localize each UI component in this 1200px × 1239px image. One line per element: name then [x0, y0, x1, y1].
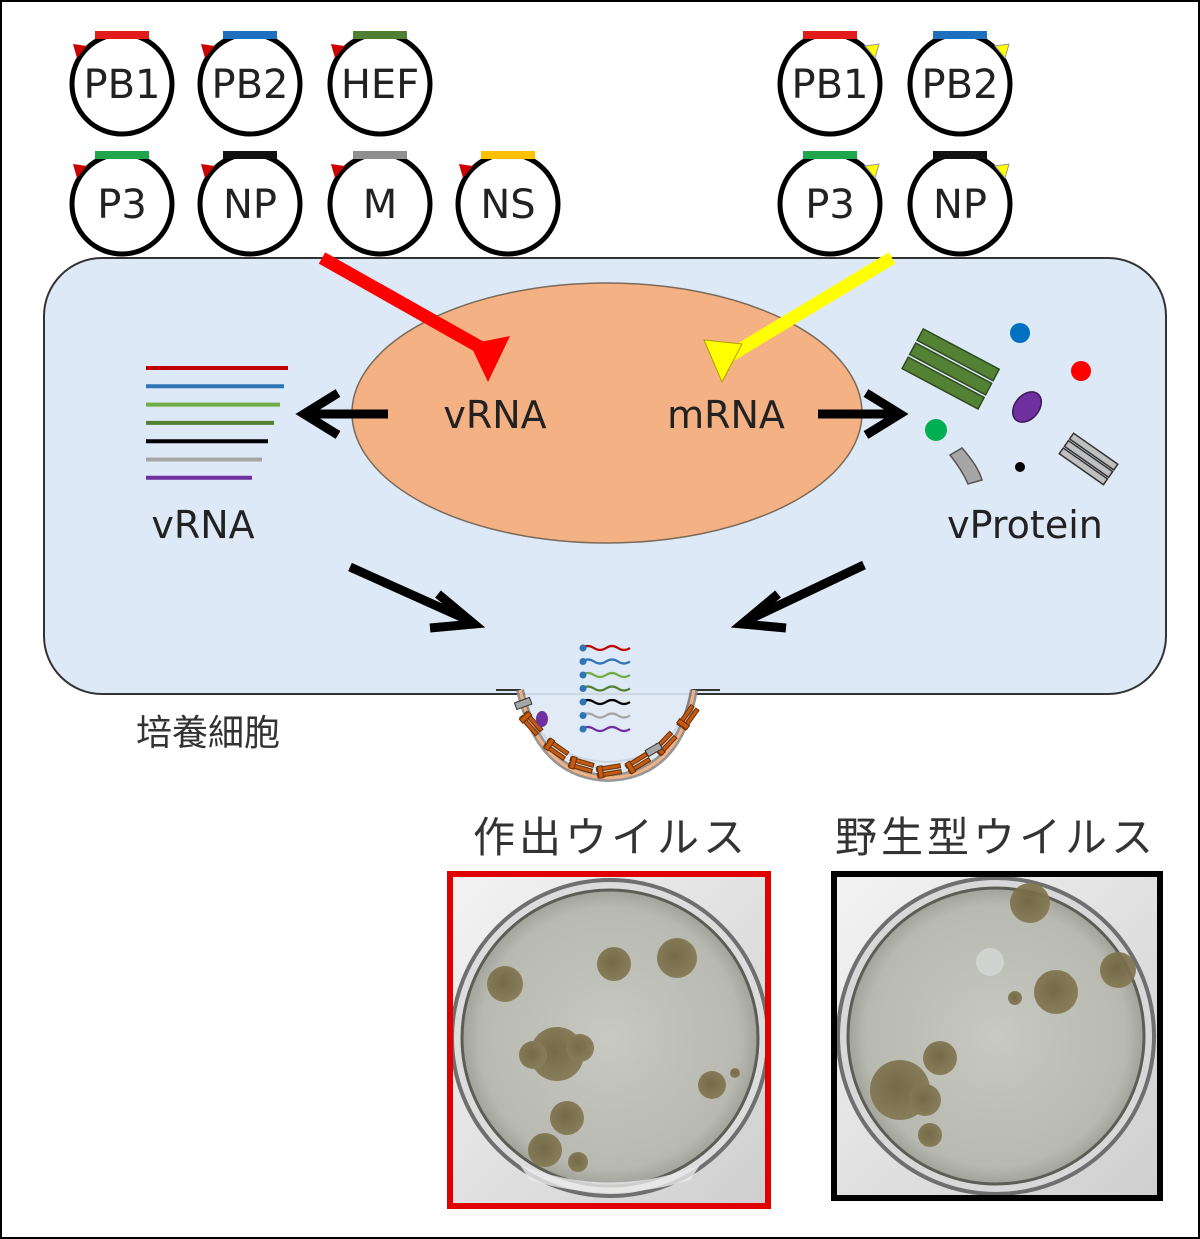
promoter-marker: [73, 164, 87, 178]
rnp-segment: [581, 685, 631, 692]
black-protein-dot: [1015, 462, 1025, 472]
vrna-export-arrow: [295, 389, 388, 439]
plasmid-right-pb2: PB2: [907, 31, 1013, 137]
plasmid-label: M: [363, 182, 398, 228]
promoter-marker: [201, 164, 215, 178]
recombinant-photo-frame: [447, 871, 771, 1209]
plasmid-left-p3: P3: [69, 151, 175, 257]
plasmid-label: NP: [933, 182, 987, 228]
vrna-plasmid-arrow: [318, 252, 510, 382]
recombinant-plaque-photo: [447, 871, 771, 1209]
plasmids-left: PB1 PB2 HEF P3 NP M NS: [69, 31, 561, 257]
virion-spikes: [518, 703, 700, 779]
vprotein-label: vProtein: [947, 503, 1103, 547]
green-protein-dot: [925, 419, 947, 441]
gray-protein: [948, 447, 983, 485]
vprotein-assembly-arrow: [730, 560, 866, 633]
rnp-polymerase: [579, 725, 587, 733]
promoter-marker: [331, 44, 345, 58]
purple-protein: [1011, 391, 1043, 423]
virion-spike: [567, 755, 595, 774]
virion-spike: [542, 737, 570, 761]
blue-protein-dot: [1010, 323, 1030, 343]
plasmid-left-hef: HEF: [327, 31, 433, 137]
budding-virion: [496, 644, 720, 783]
green-protein-bars: [901, 327, 1001, 410]
promoter-marker: [331, 164, 345, 178]
nucleus-vrna-label: vRNA: [443, 393, 546, 437]
rnp-polymerase: [579, 644, 587, 652]
virion-spike: [518, 710, 544, 737]
red-protein-dot: [1071, 361, 1091, 381]
virion-spike: [595, 763, 623, 779]
plasmid-left-pb1: PB1: [69, 31, 175, 137]
recombinant-virus-label: 作出ウイルス: [473, 813, 749, 862]
cultured-cell-label: 培養細胞: [136, 713, 280, 754]
vrna-segment-lines: [146, 366, 288, 480]
promoter-marker: [73, 44, 87, 58]
promoter-marker: [994, 163, 1010, 180]
rnp-polymerase: [579, 698, 587, 706]
rnp-polymerase: [579, 671, 587, 679]
rnp-segment: [581, 725, 631, 733]
promoter-marker: [994, 43, 1010, 60]
plasmid-label: PB2: [921, 62, 998, 108]
wildtype-virus-label: 野生型ウイルス: [835, 813, 1157, 862]
promoter-marker: [201, 44, 215, 58]
rnp-segment: [581, 658, 631, 665]
plasmid-label: P3: [97, 182, 147, 228]
plasmid-label: NP: [223, 182, 277, 228]
wildtype-plaque-photo: [831, 871, 1163, 1201]
wildtype-photo-frame: [831, 871, 1163, 1201]
plasmid-left-ns: NS: [455, 151, 561, 257]
virion-protein-purple: [536, 711, 548, 727]
rnp-segment: [581, 698, 631, 706]
plasmid-label: PB1: [83, 62, 160, 108]
plasmid-label: P3: [805, 182, 855, 228]
plasmid-label: PB2: [211, 62, 288, 108]
mrna-plasmid-arrow: [703, 252, 896, 384]
rnp-polymerase: [579, 712, 587, 719]
promoter-marker: [459, 164, 473, 178]
rnp-segment: [581, 712, 631, 719]
plasmid-right-pb1: PB1: [777, 31, 883, 137]
promoter-marker: [864, 43, 880, 60]
rnp-segment: [581, 671, 631, 679]
virion-spike: [676, 703, 700, 731]
plasmid-right-p3: P3: [777, 151, 883, 257]
plasmid-right-np: NP: [907, 151, 1013, 257]
mrna-translation-arrow: [818, 389, 909, 439]
rnp-polymerase: [579, 658, 587, 665]
plasmid-left-pb2: PB2: [197, 31, 303, 137]
plasmid-label: NS: [480, 182, 535, 228]
plasmid-label: HEF: [341, 62, 419, 108]
vrna-assembly-arrow: [348, 562, 486, 633]
virion-spike: [624, 751, 652, 775]
nucleus-mrna-label: mRNA: [667, 393, 785, 437]
promoter-marker: [864, 163, 880, 180]
plasmid-left-np: NP: [197, 151, 303, 257]
gray-protein-bars: [1058, 432, 1119, 486]
rnp-segment: [581, 644, 631, 652]
plasmid-left-m: M: [327, 151, 433, 257]
virion-rnps: [579, 644, 631, 733]
plasmid-label: PB1: [791, 62, 868, 108]
rnp-polymerase: [579, 685, 587, 692]
vprotein-icons: [901, 323, 1119, 486]
vrna-label: vRNA: [151, 503, 254, 547]
